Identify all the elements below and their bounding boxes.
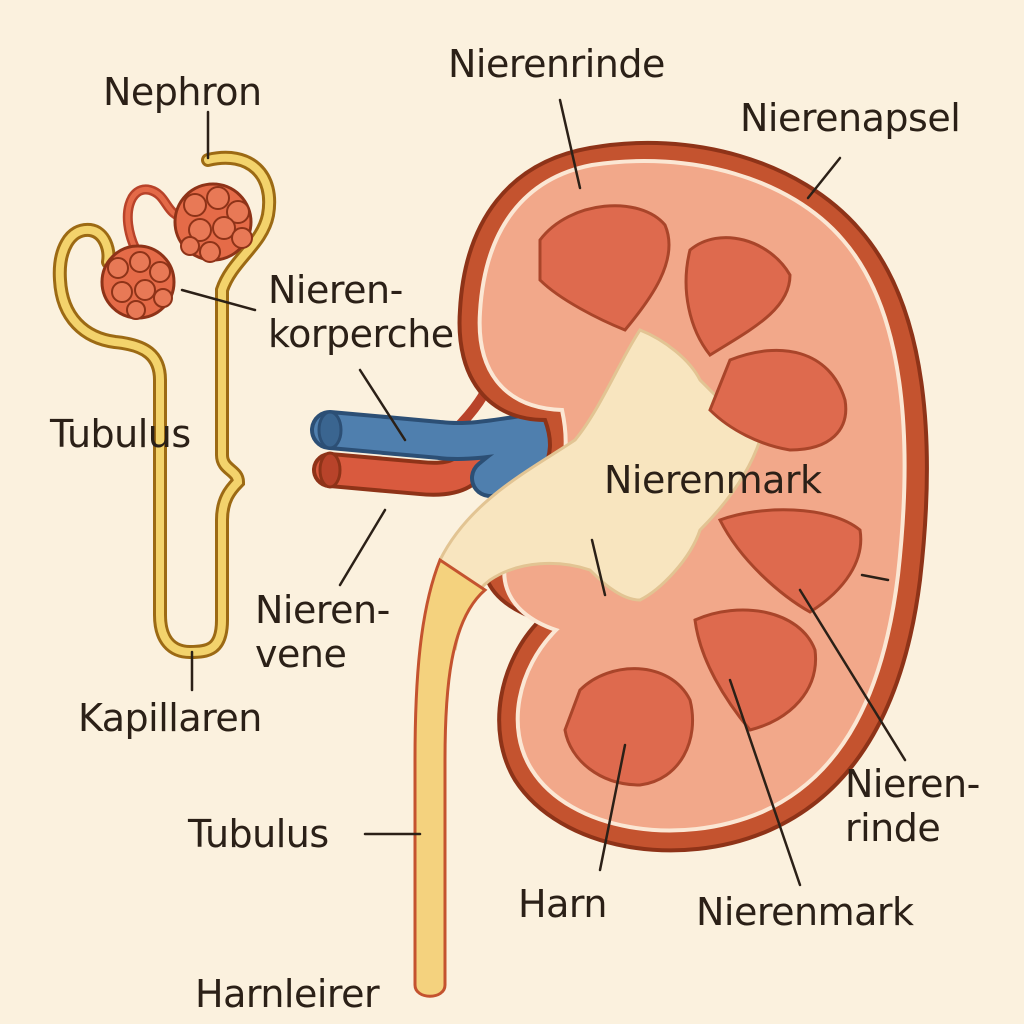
leader-lines: [180, 98, 907, 887]
label-nierenapsel: Nierenapsel: [740, 96, 961, 140]
pyramid-2: [684, 236, 792, 357]
nephron-illustration: [52, 150, 277, 660]
kidney: [413, 140, 929, 998]
label-kapillaren: Kapillaren: [78, 696, 262, 740]
label-tubulus-left: Tubulus: [50, 412, 191, 456]
label-nierenvene: Nieren- vene: [255, 588, 390, 676]
glomerulus-upper: [173, 182, 253, 263]
label-nierenrinde-top: Nierenrinde: [448, 42, 665, 86]
label-nierenmark-center: Nierenmark: [604, 458, 822, 502]
pyramid-3: [708, 348, 848, 452]
label-nierenkorperche-line2: korperche: [268, 312, 454, 356]
label-nierenkorperche: Nieren- korperche: [268, 268, 454, 356]
label-tubulus-bottom: Tubulus: [188, 812, 329, 856]
pyramid-1: [538, 204, 671, 332]
label-harn: Harn: [518, 882, 607, 926]
nephron-tubule-fill: [55, 153, 274, 657]
renal-pyramids: [538, 204, 863, 787]
label-harnleirer: Harnleirer: [195, 972, 380, 1016]
label-nierenrinde-right: Nieren- rinde: [845, 762, 980, 850]
label-nephron: Nephron: [103, 70, 262, 114]
ureter: [413, 557, 488, 998]
label-nierenvene-line2: vene: [255, 632, 347, 676]
label-nierenkorperche-line1: Nieren-: [268, 268, 403, 312]
afferent-arteriole-fill: [125, 187, 188, 251]
label-nierenrinde-right-line1: Nieren-: [845, 762, 980, 806]
renal-pelvis: [438, 328, 762, 651]
label-nierenmark-bottom: Nierenmark: [696, 890, 914, 934]
pyramid-6: [563, 667, 695, 787]
pyramid-4: [717, 508, 863, 614]
glomerulus-lower: [100, 244, 176, 320]
pyramid-5: [693, 608, 818, 732]
label-nierenrinde-right-line2: rinde: [845, 806, 941, 850]
label-nierenvene-line1: Nieren-: [255, 588, 390, 632]
